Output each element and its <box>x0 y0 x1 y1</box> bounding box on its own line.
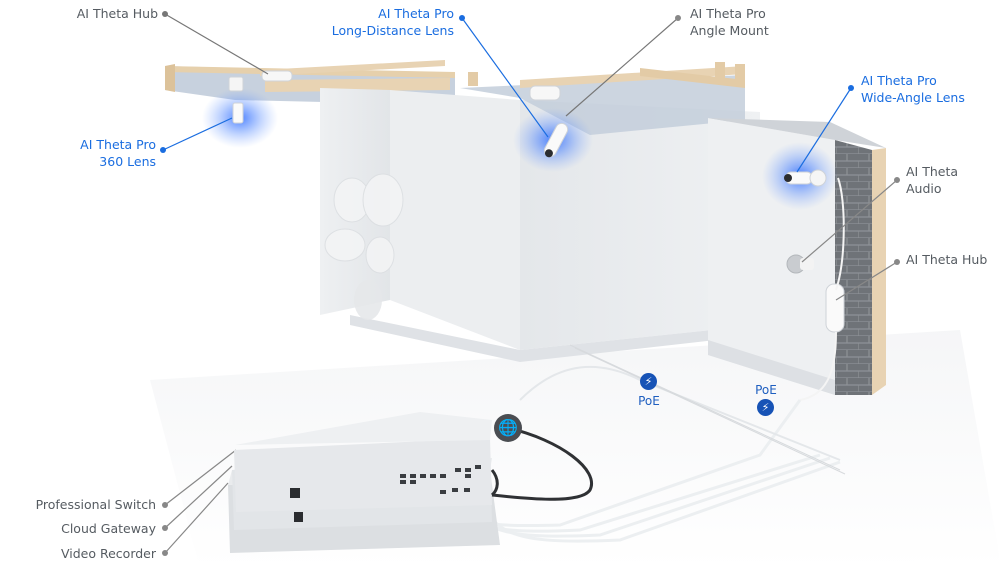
device-hub-top <box>261 70 293 82</box>
network-rack <box>228 412 500 553</box>
label-cloud-gateway: Cloud Gateway <box>61 521 156 536</box>
label-ai-theta-pro-360-lens: AI Theta Pro 360 Lens <box>80 137 156 169</box>
label-professional-switch: Professional Switch <box>35 497 156 512</box>
label-ai-theta-audio: AI Theta Audio <box>906 164 959 196</box>
label-ai-theta-pro-angle-mount: AI Theta Pro Angle Mount <box>690 6 769 38</box>
label-ai-theta-hub-right: AI Theta Hub <box>906 252 988 267</box>
device-angle-mount <box>529 85 561 101</box>
device-hub-right <box>825 283 845 333</box>
globe-icon: 🌐 <box>494 414 522 442</box>
internet-cable <box>490 426 593 501</box>
switch-display <box>290 488 300 498</box>
poe-label-left: PoE <box>638 394 660 408</box>
label-ai-theta-hub-top: AI Theta Hub <box>76 6 158 21</box>
poe-label-right: PoE <box>755 383 777 397</box>
brick-wall <box>835 140 872 395</box>
label-ai-theta-pro-wide-angle-lens: AI Theta Pro Wide-Angle Lens <box>861 73 965 105</box>
device-360-lens <box>232 102 244 124</box>
plant-decoration <box>324 173 404 320</box>
device-long-lens <box>543 122 569 158</box>
lightning-bolt-icon: ⚡ <box>640 373 657 390</box>
label-video-recorder: Video Recorder <box>60 546 156 561</box>
lightning-bolt-icon: ⚡ <box>757 399 774 416</box>
gateway-display <box>294 512 303 522</box>
device-360-mount <box>228 76 244 92</box>
label-ai-theta-pro-long-distance-lens: AI Theta Pro Long-Distance Lens <box>331 6 454 38</box>
